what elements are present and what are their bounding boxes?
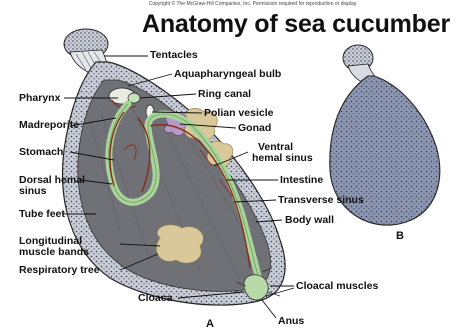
label-madreporite: Madreporite: [19, 120, 79, 131]
label-gonad: Gonad: [238, 123, 271, 134]
label-ventral-hemal-sinus-line-2: hemal sinus: [252, 153, 313, 164]
label-transverse-sinus: Transverse sinus: [278, 195, 364, 206]
label-stomach: Stomach: [19, 147, 63, 158]
label-longitudinal-muscle-bands: Longitudinal muscle bands: [19, 236, 89, 258]
leader-anus: [262, 300, 276, 318]
label-tube-feet: Tube feet: [19, 209, 65, 220]
label-intestine: Intestine: [280, 175, 323, 186]
label-aquapharyngeal-bulb: Aquapharyngeal bulb: [174, 69, 281, 80]
label-tentacles: Tentacles: [150, 50, 198, 61]
label-polian-vesicle: Polian vesicle: [204, 108, 273, 119]
label-respiratory-tree: Respiratory tree: [19, 265, 100, 276]
label-ring-canal: Ring canal: [198, 89, 251, 100]
label-ventral-hemal-sinus: Ventral hemal sinus: [252, 142, 313, 164]
label-longitudinal-line-2: muscle bands: [19, 247, 89, 258]
label-dorsal-hemal-sinus: Dorsal hemal sinus: [19, 175, 85, 197]
figure-label-a: A: [206, 318, 214, 330]
label-dorsal-hemal-sinus-line-2: sinus: [19, 186, 85, 197]
label-cloacal-muscles: Cloacal muscles: [296, 281, 378, 292]
label-body-wall: Body wall: [285, 215, 334, 226]
figure-label-b: B: [396, 230, 404, 242]
label-cloaca: Cloaca: [138, 293, 172, 304]
label-pharynx: Pharynx: [19, 93, 60, 104]
label-anus: Anus: [278, 316, 304, 327]
